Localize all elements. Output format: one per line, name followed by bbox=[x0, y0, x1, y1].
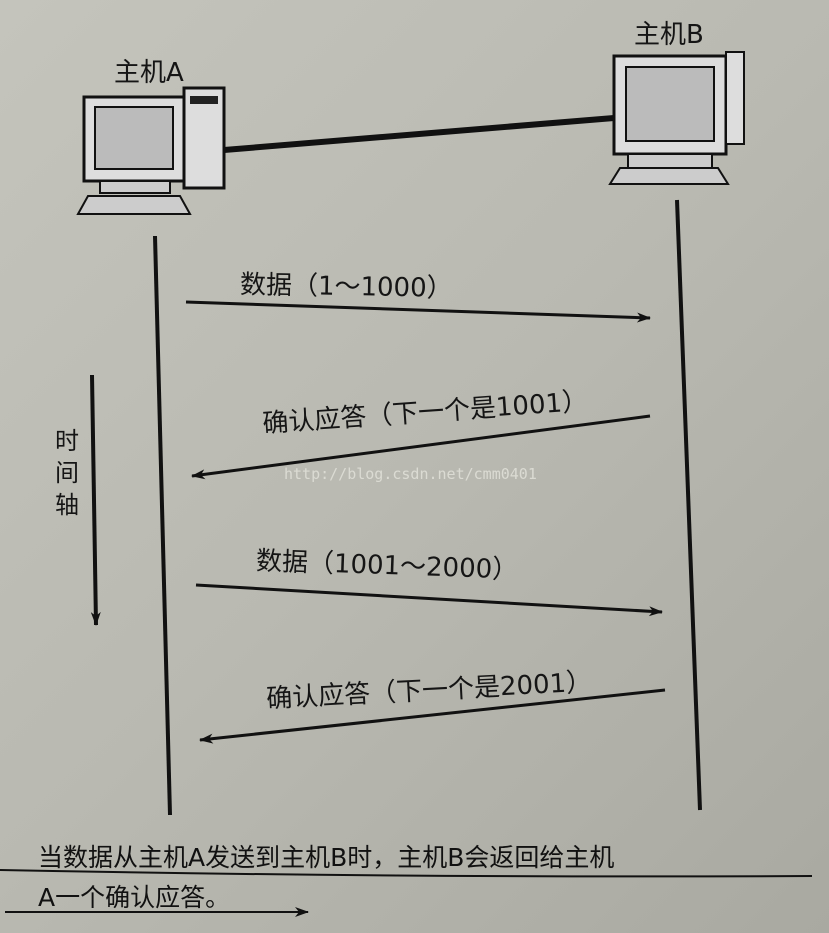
underline-1 bbox=[0, 869, 813, 878]
watermark: http://blog.csdn.net/cmm0401 bbox=[284, 465, 537, 483]
caption-line-2: A一个确认应答。 bbox=[38, 883, 231, 912]
message-arrow-4 bbox=[199, 688, 666, 744]
host-a-timeline bbox=[153, 235, 172, 816]
time-axis-label: 时间轴 bbox=[55, 427, 79, 519]
time-axis-arrow bbox=[90, 374, 101, 626]
message-arrow-3 bbox=[195, 583, 663, 617]
host-b-timeline bbox=[675, 199, 702, 811]
computer-icon-host-b bbox=[608, 51, 745, 185]
network-link bbox=[223, 115, 615, 153]
computer-icon-host-a bbox=[76, 86, 226, 215]
message-label-1: 数据（1～1000） bbox=[239, 270, 453, 304]
message-arrow-1 bbox=[185, 300, 651, 323]
host-b-label: 主机B bbox=[634, 20, 704, 50]
host-a-label: 主机A bbox=[114, 58, 184, 88]
message-arrow-2 bbox=[191, 414, 651, 480]
caption-line-1: 当数据从主机A发送到主机B时，主机B会返回给主机 bbox=[38, 843, 615, 872]
